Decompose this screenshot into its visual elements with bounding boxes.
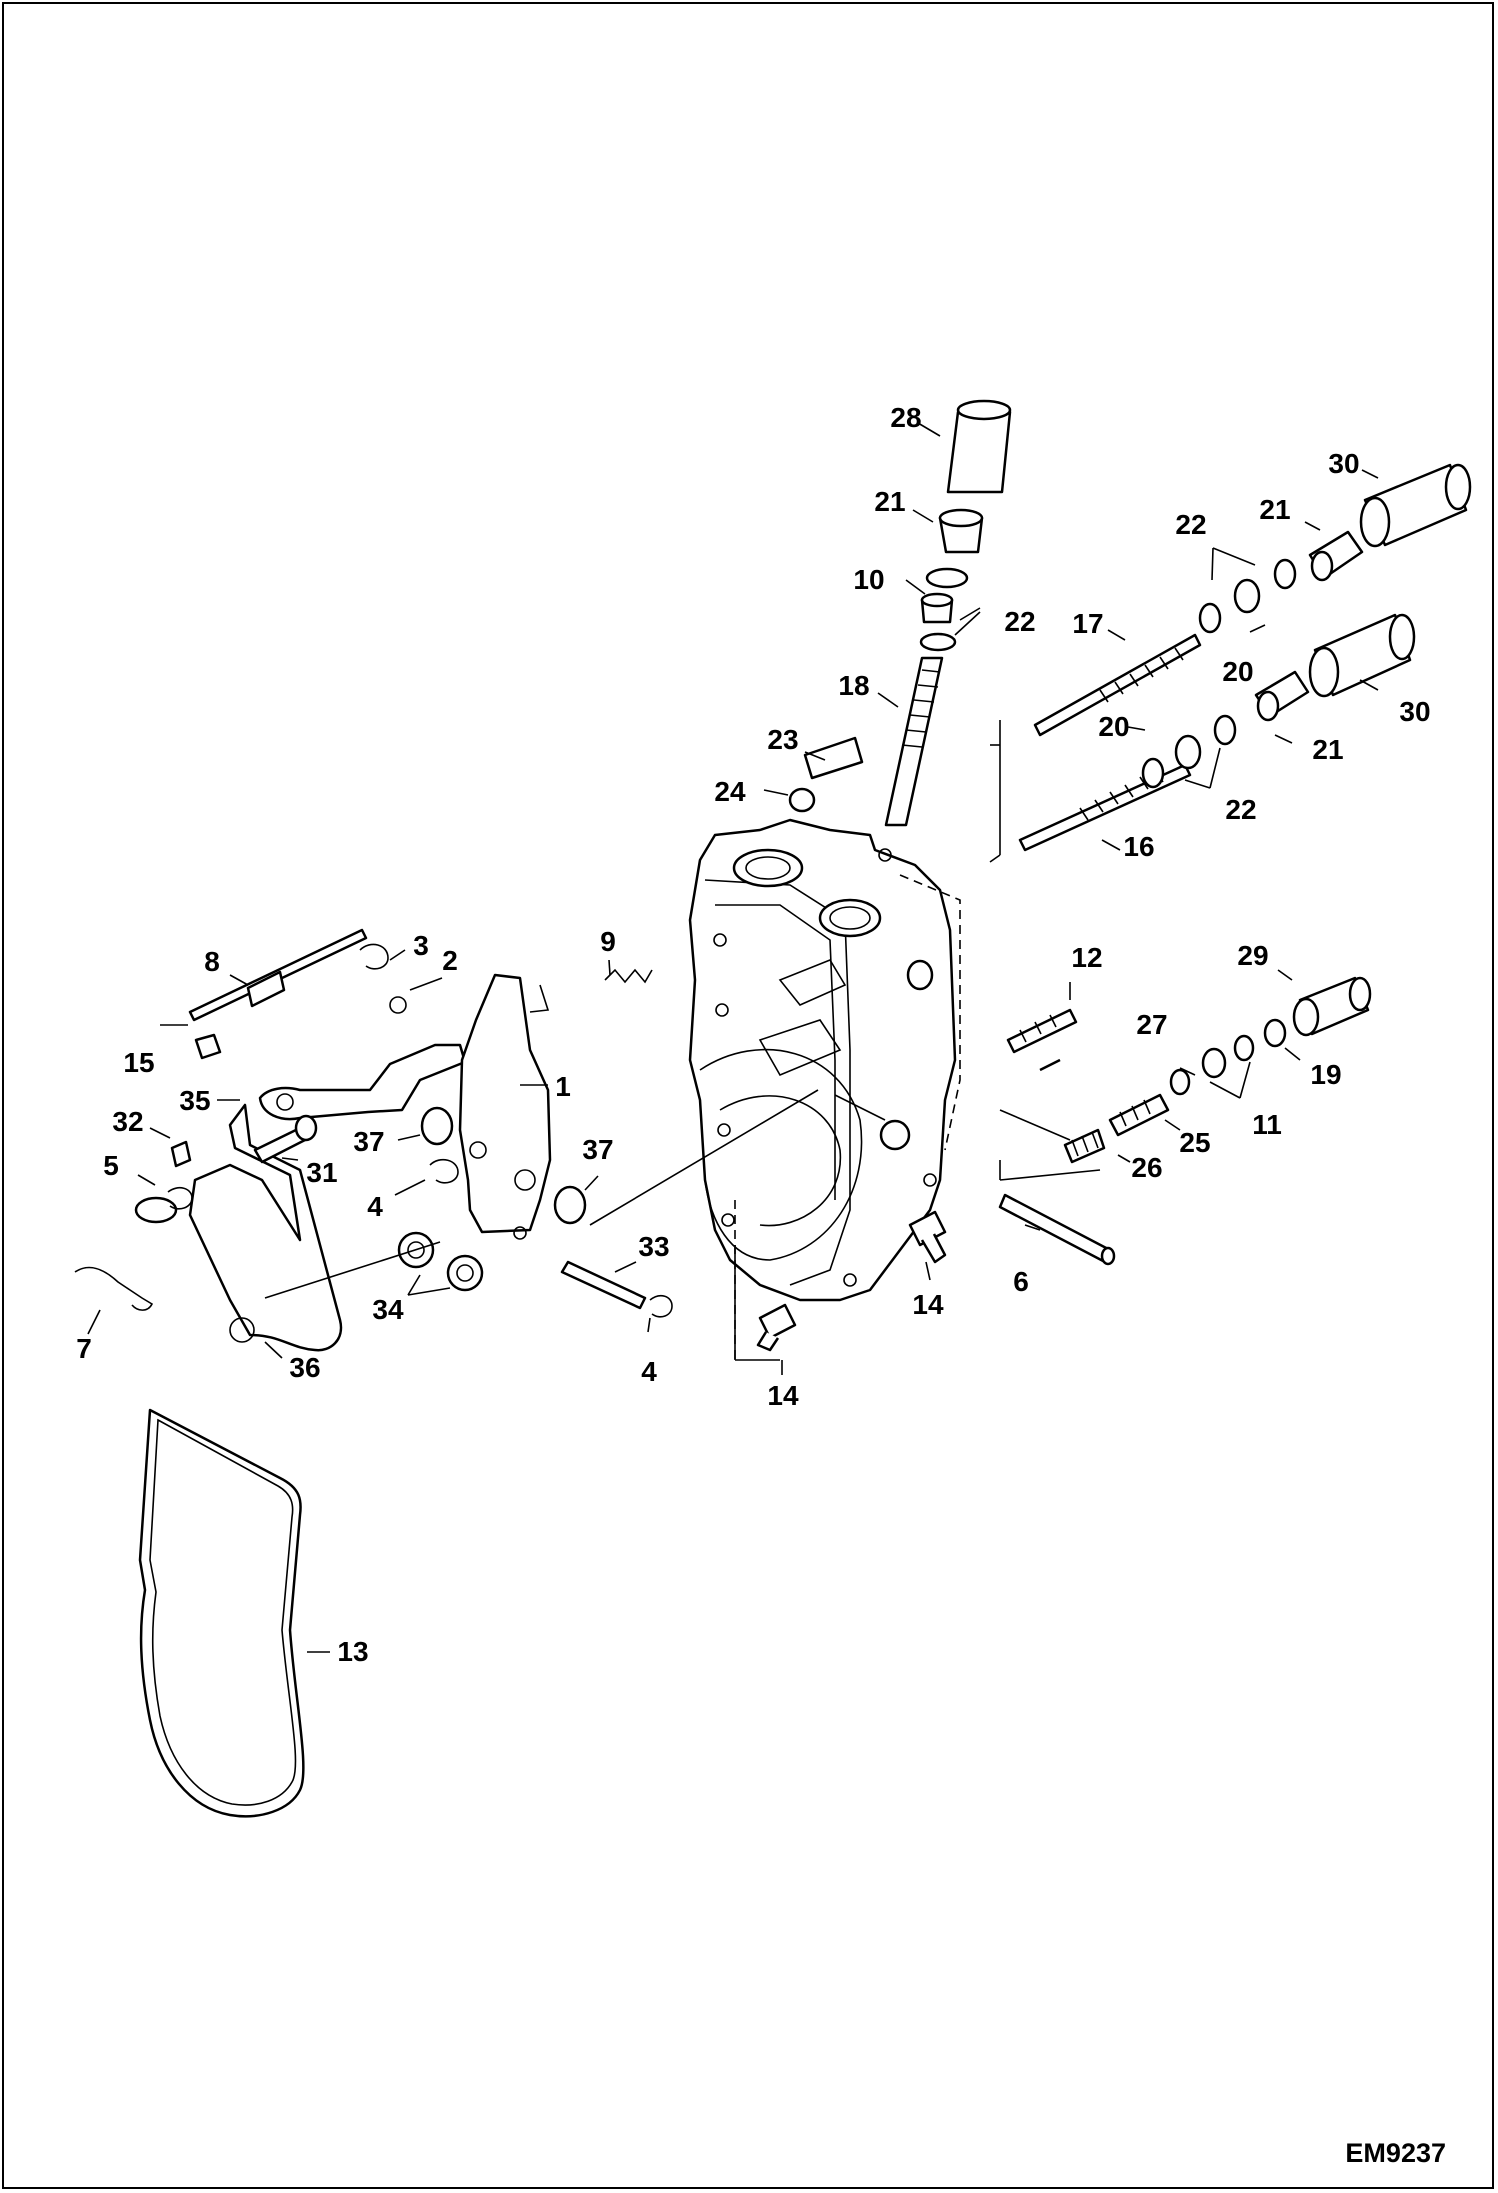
left-linkage: [74, 928, 673, 1352]
callout-14: 14: [912, 1289, 944, 1320]
callout-7: 7: [76, 1333, 92, 1364]
callout-19: 19: [1310, 1059, 1342, 1090]
callout-21: 21: [1259, 494, 1291, 525]
callout-30: 30: [1399, 696, 1431, 727]
callout-22: 22: [1225, 794, 1257, 825]
callout-13: 13: [337, 1636, 369, 1667]
callout-23: 23: [767, 724, 799, 755]
figure-code: EM9237: [1345, 2138, 1446, 2168]
callout-29: 29: [1237, 940, 1269, 971]
callout-35: 35: [179, 1085, 211, 1116]
callout-26: 26: [1131, 1152, 1163, 1183]
callout-20: 20: [1098, 711, 1130, 742]
assembly-lines: [264, 720, 1101, 1361]
callout-28: 28: [890, 402, 922, 433]
callout-10: 10: [853, 564, 885, 595]
callout-leaders: [87, 422, 1379, 1653]
callout-18: 18: [838, 670, 870, 701]
callout-21: 21: [874, 486, 906, 517]
pump-housing: [688, 818, 961, 1360]
callout-16: 16: [1123, 831, 1155, 862]
callout-9: 9: [600, 926, 616, 957]
callout-12: 12: [1071, 942, 1103, 973]
gasket: [138, 1408, 305, 1818]
bolts: [756, 736, 947, 1352]
callout-20: 20: [1222, 656, 1254, 687]
callout-5: 5: [103, 1150, 119, 1181]
callout-27: 27: [1136, 1009, 1168, 1040]
callout-3: 3: [413, 930, 429, 961]
callout-2: 2: [442, 945, 458, 976]
callout-22: 22: [1004, 606, 1036, 637]
callout-6: 6: [1013, 1266, 1029, 1297]
callout-33: 33: [638, 1231, 670, 1262]
callout-11: 11: [1252, 1109, 1282, 1140]
lower-right-parts: [998, 976, 1372, 1266]
callout-14: 14: [767, 1380, 799, 1411]
callout-24: 24: [714, 776, 746, 807]
callout-15: 15: [123, 1047, 155, 1078]
callout-31: 31: [306, 1157, 338, 1188]
callout-34: 34: [372, 1294, 404, 1325]
callout-8: 8: [204, 946, 220, 977]
callout-37: 37: [582, 1134, 614, 1165]
right-valve-assemblies: [1018, 463, 1472, 852]
upper-valve-stack: [884, 399, 1012, 827]
callout-36: 36: [289, 1352, 321, 1383]
callout-4: 4: [641, 1356, 657, 1387]
callout-30: 30: [1328, 448, 1360, 479]
callout-37: 37: [353, 1126, 385, 1157]
callout-4: 4: [367, 1191, 383, 1222]
callout-21: 21: [1312, 734, 1344, 765]
callout-22: 22: [1175, 509, 1207, 540]
callout-17: 17: [1072, 608, 1104, 639]
callout-25: 25: [1179, 1127, 1211, 1158]
callout-1: 1: [555, 1071, 571, 1102]
callout-32: 32: [112, 1106, 144, 1137]
